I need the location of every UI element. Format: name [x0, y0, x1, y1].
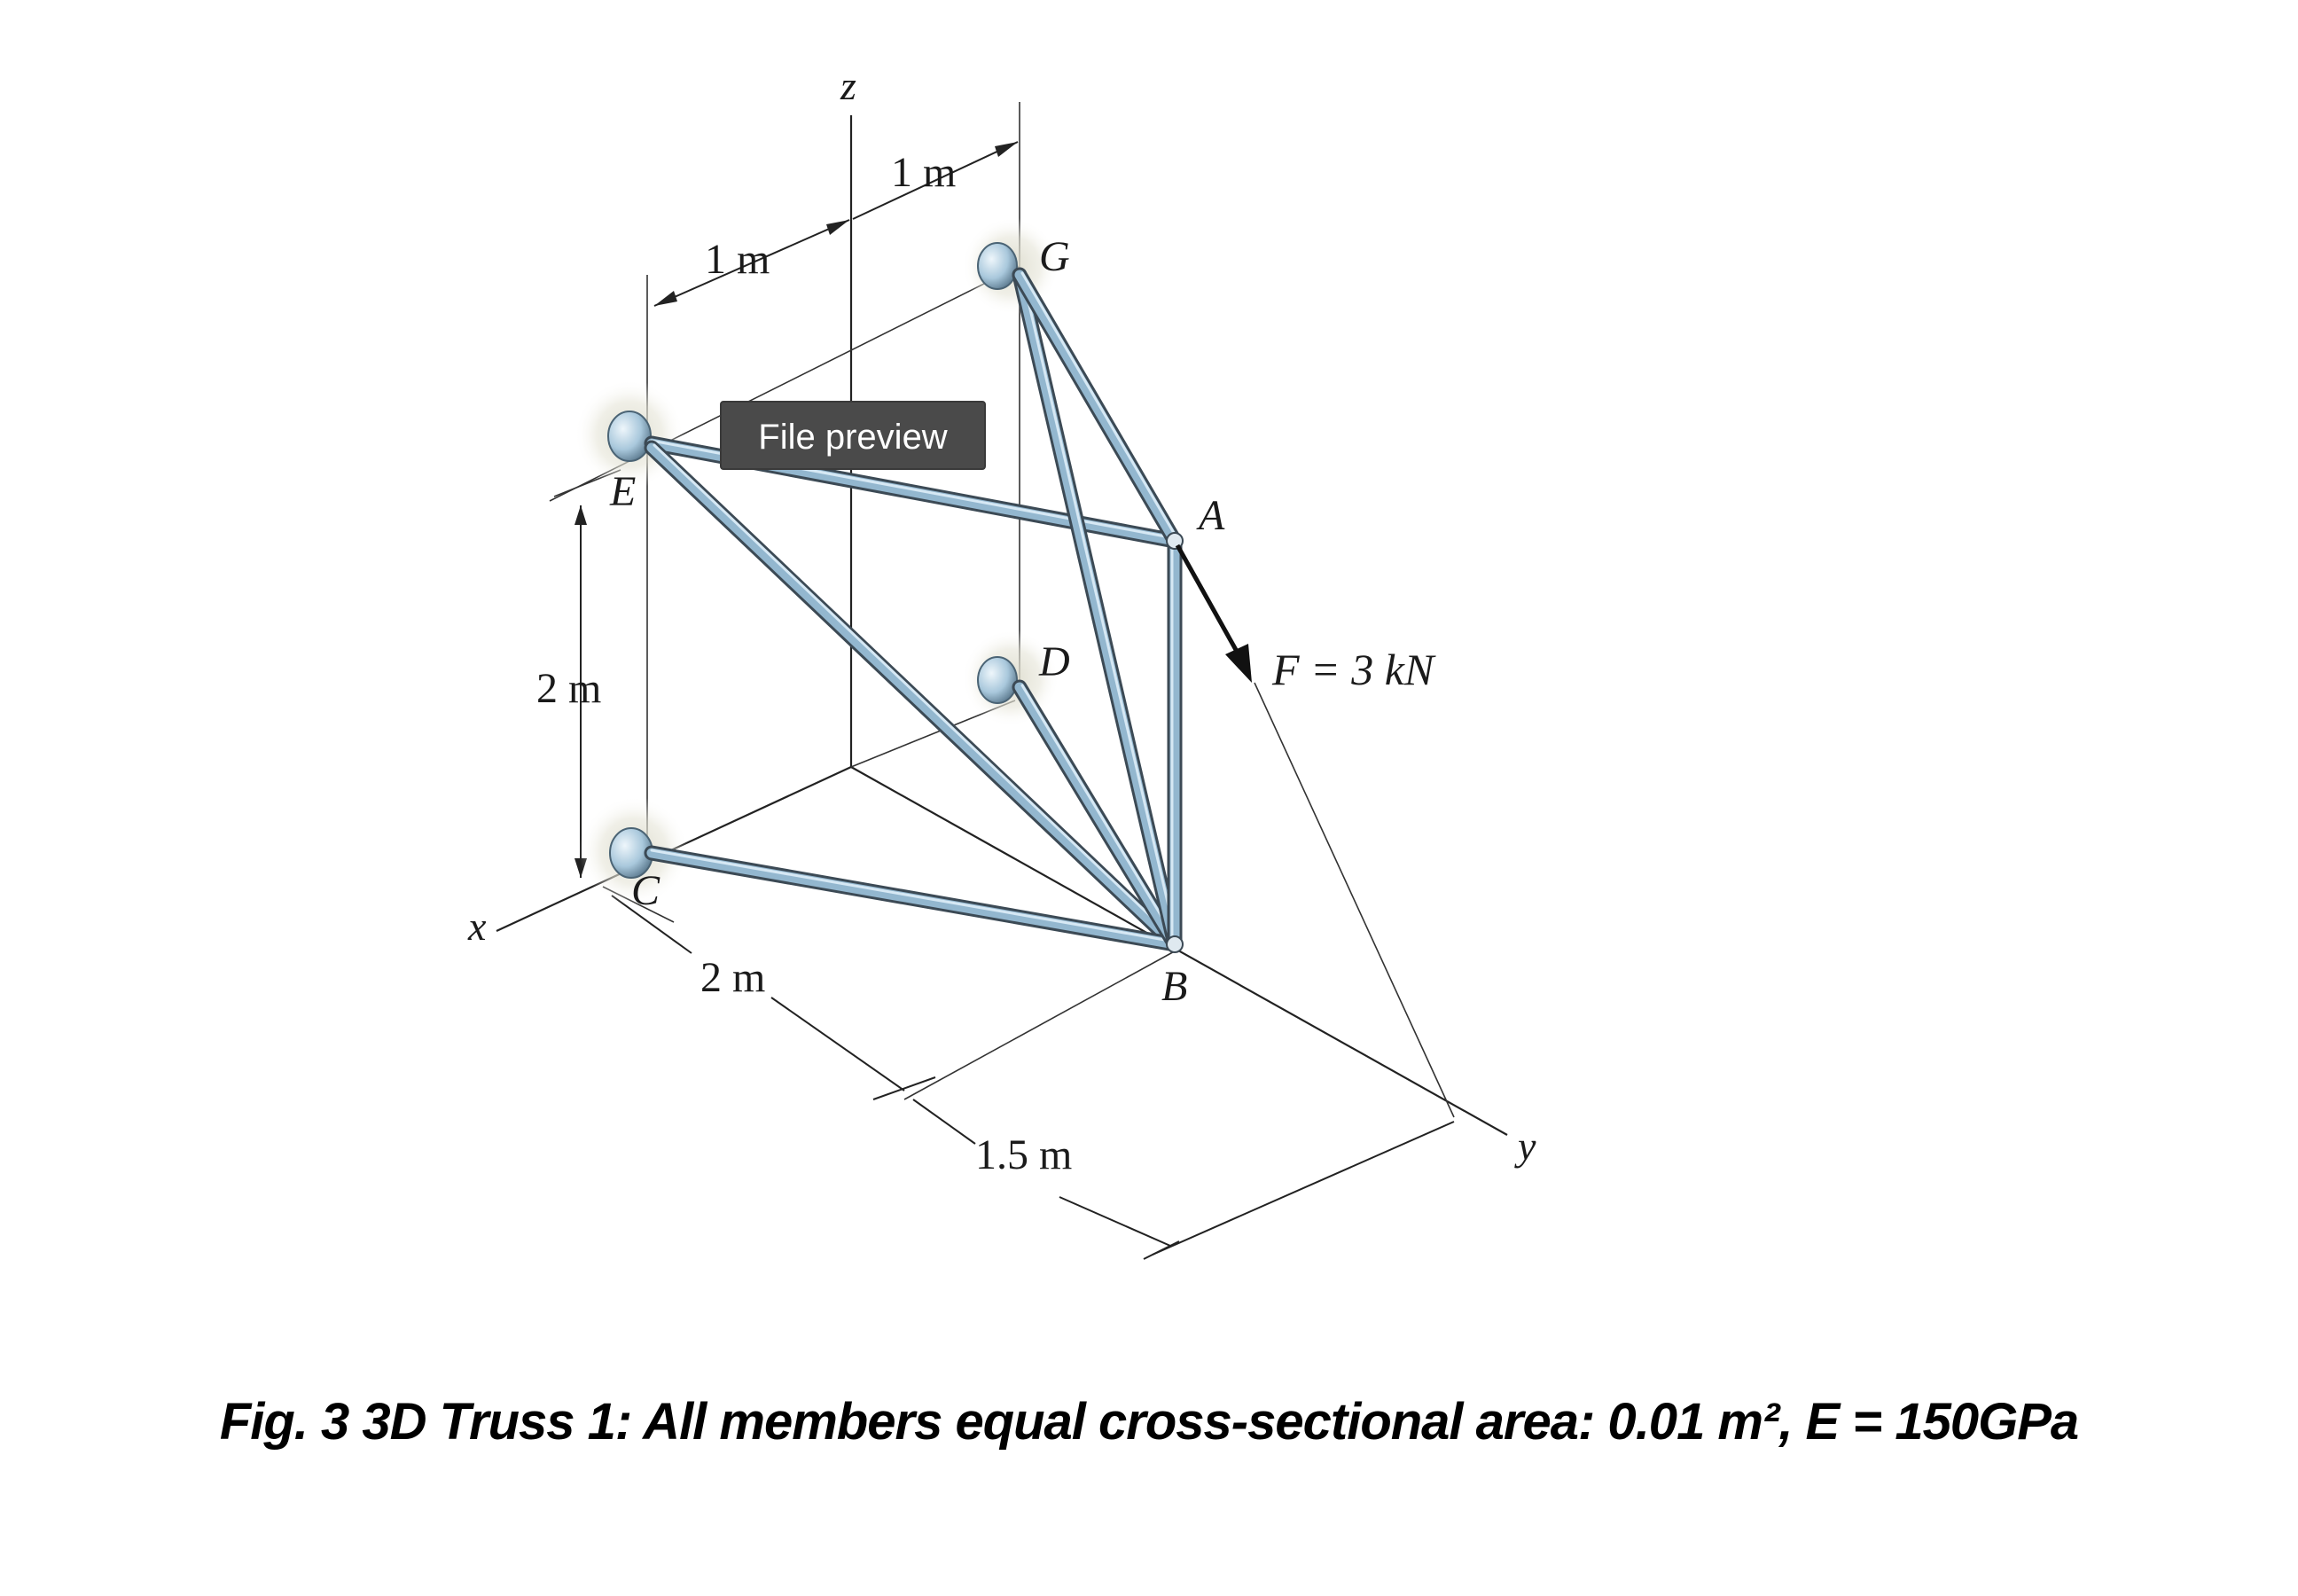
axis-y-label: y — [1514, 1123, 1536, 1169]
dim-line — [1152, 1121, 1455, 1256]
joint-c-label: C — [631, 867, 660, 914]
dim-line — [852, 141, 1019, 220]
member-ga — [1012, 267, 1183, 549]
dim-height-label: 2 m — [536, 665, 601, 712]
arrowhead-icon — [574, 505, 587, 525]
dim-depth-label: 1.5 m — [975, 1131, 1072, 1178]
dim-line — [1059, 1196, 1171, 1247]
dim-top-left-label: 1 m — [705, 236, 770, 283]
joint-g-label: G — [1039, 233, 1070, 280]
arrowhead-icon — [826, 220, 849, 235]
arrowhead-icon — [995, 142, 1018, 157]
file-preview-tooltip: File preview — [720, 401, 986, 470]
member-gb — [1012, 267, 1183, 952]
arrowhead-icon — [654, 291, 677, 306]
dim-tick — [872, 1076, 936, 1100]
joint-b-pin — [1166, 935, 1184, 953]
joint-a-label: A — [1196, 492, 1225, 539]
dim-line — [653, 219, 850, 307]
arrowhead-icon — [1225, 644, 1252, 683]
dimensions — [553, 141, 1455, 1260]
dim-top-right-label: 1 m — [891, 149, 956, 196]
labels: z x y G E A D C B F = 3 kN 1 m 1 m 2 m 2… — [467, 63, 1536, 1178]
axis-x-label: x — [467, 904, 487, 949]
force-arrow — [1175, 544, 1252, 683]
member-db — [1012, 679, 1183, 952]
member-ab — [1167, 533, 1183, 952]
force-line-of-action — [1254, 682, 1455, 1118]
dim-line — [770, 997, 905, 1091]
joint-e-label: E — [609, 468, 636, 515]
dim-width-label: 2 m — [700, 954, 765, 1001]
members — [644, 267, 1184, 953]
force-label: F = 3 kN — [1271, 645, 1436, 694]
axis-z-label: z — [840, 63, 856, 108]
joint-d-label: D — [1038, 638, 1070, 685]
figure-caption: Fig. 3 3D Truss 1: All members equal cro… — [219, 1393, 2079, 1451]
dim-tick — [1143, 1240, 1180, 1260]
guide-line — [903, 948, 1180, 1100]
member-cb — [644, 845, 1183, 952]
dim-line — [912, 1099, 976, 1145]
joint-b-label: B — [1161, 963, 1187, 1010]
member-eb — [644, 440, 1183, 952]
